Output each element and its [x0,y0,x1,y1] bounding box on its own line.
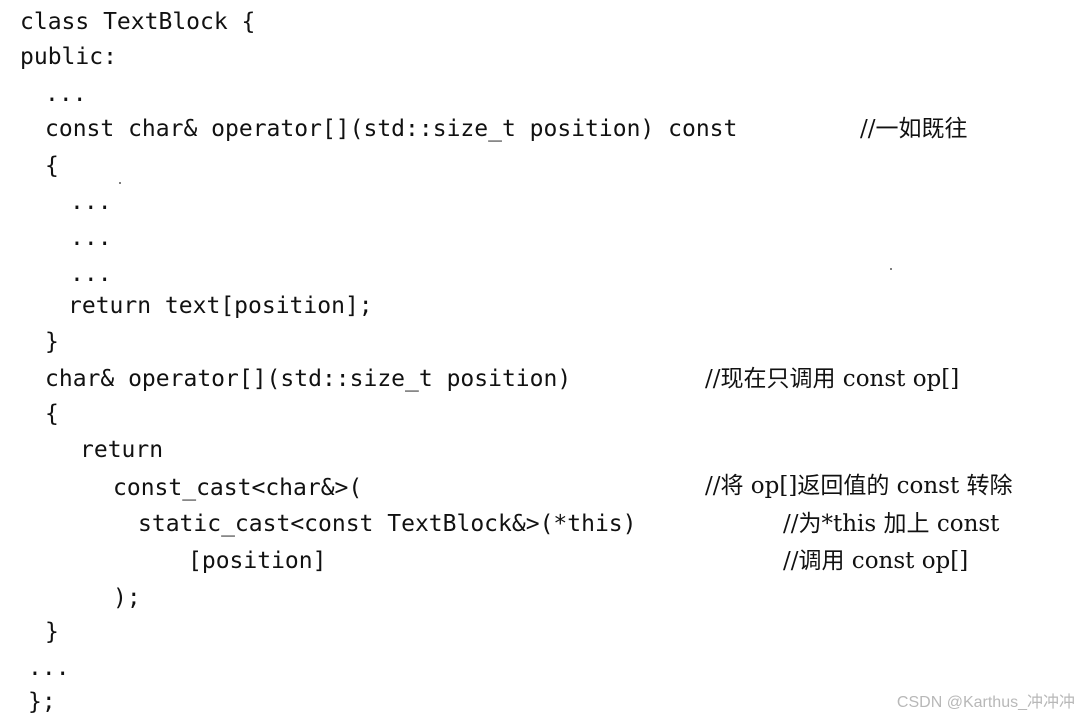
code-line-const-operator: const char& operator[](std::size_t posit… [45,116,738,142]
comment-static-cast: //为*this 加上 const [783,511,1000,537]
comment-const-cast: //将 op[]返回值的 const 转除 [705,473,1013,499]
code-line-position: [position] [188,548,327,574]
scan-speck [890,268,892,270]
code-line-ellipsis: ... [70,261,112,287]
code-line-close-brace: } [45,619,59,645]
code-line-const-cast: const_cast<char&>( [113,475,363,501]
code-line-class-close: }; [28,689,56,715]
code-line-ellipsis: ... [45,81,87,107]
code-line-public: public: [20,44,117,70]
code-line-ellipsis: ... [70,225,112,251]
code-line-close-paren: ); [113,585,141,611]
code-line-nonconst-operator: char& operator[](std::size_t position) [45,366,572,392]
code-line-return: return [80,437,164,463]
code-line-ellipsis: ... [28,655,70,681]
code-line-open-brace: { [45,401,59,427]
code-line-ellipsis: ... [70,189,112,215]
code-line-close-brace: } [45,329,59,355]
code-line-open-brace: { [45,153,59,179]
scan-speck [119,182,121,184]
code-line-return-text: return text[position]; [68,293,373,319]
comment-const-operator: //一如既往 [860,116,968,142]
watermark: CSDN @Karthus_冲冲冲 [896,694,1075,711]
code-line-static-cast: static_cast<const TextBlock&>(*this) [138,511,637,537]
code-line-class-decl: class TextBlock { [20,9,256,35]
comment-nonconst-operator: //现在只调用 const op[] [705,366,960,392]
comment-position: //调用 const op[] [783,548,969,574]
